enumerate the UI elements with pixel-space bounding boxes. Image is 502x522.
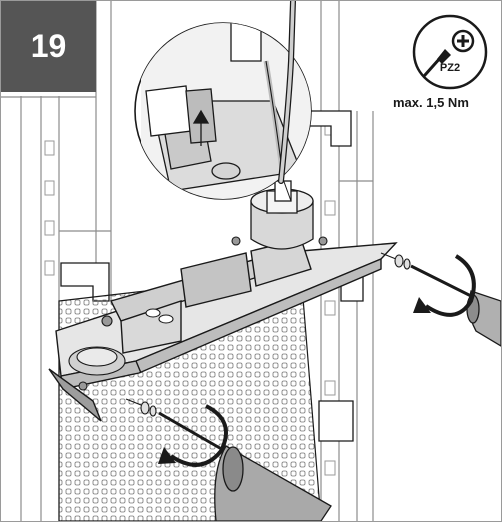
cable-tray [48,238,398,422]
bit-label: PZ2 [440,62,460,74]
screwdriver-icon: PZ2 [412,14,488,90]
rotation-arrow-right [413,254,476,317]
rotation-arrow-bottom [158,404,228,467]
screw-right [380,252,411,270]
step-number: 19 [1,1,96,92]
screwdriver-bottom [158,411,332,521]
right-brackets [60,110,364,442]
tray-features [68,236,328,391]
screw-left [125,398,157,417]
cable-gland [250,180,314,250]
torque-label: max. 1,5 Nm [393,95,469,110]
